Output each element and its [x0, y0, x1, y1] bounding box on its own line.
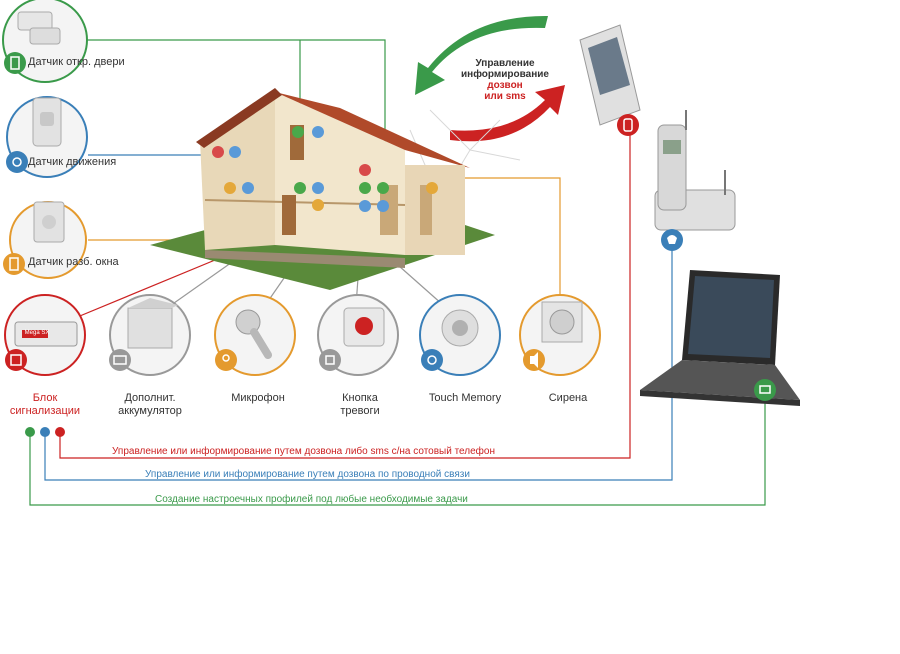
panic-button-label: Кнопка тревоги: [340, 392, 380, 417]
battery-icon: [109, 294, 191, 376]
alarm-unit-icon: [4, 294, 86, 376]
battery-label: Дополнит. аккумулятор: [118, 392, 182, 417]
tree-decoration: [409, 109, 521, 201]
wired-line-label: Управление или информирование путем дозв…: [145, 469, 470, 480]
laptop-icon: [640, 270, 800, 406]
desk-phone-icon: [654, 110, 736, 251]
house-icon: [150, 88, 495, 290]
cellular-line-label: Управление или информирование путем дозв…: [112, 446, 495, 457]
control-arrows: [415, 15, 565, 142]
alarm-unit-label: Блок сигнализации: [9, 392, 81, 417]
alarm-unit-badge: Mega SX: [24, 330, 50, 336]
control-label: Управление информирование дозвон или sms: [461, 58, 549, 102]
door-sensor-icon: [2, 0, 88, 83]
panic-button-icon: [317, 294, 399, 376]
mobile-phone-icon: [579, 24, 641, 136]
touch-memory-icon: [419, 294, 501, 376]
window-sensor-icon: [3, 201, 87, 279]
window-sensor-label: Датчик разб. окна: [28, 256, 119, 268]
door-sensor-label: Датчик откр. двери: [28, 56, 125, 68]
line-dots: [25, 427, 65, 437]
microphone-icon: [214, 294, 296, 376]
profiles-line-label: Создание настроечных профилей под любые …: [155, 494, 468, 505]
siren-label: Сирена: [548, 392, 588, 404]
microphone-label: Микрофон: [231, 392, 285, 404]
motion-sensor-icon: [6, 96, 88, 178]
connection-lines: [29, 39, 766, 506]
touch-memory-label: Touch Memory: [428, 392, 502, 404]
motion-sensor-label: Датчик движения: [28, 156, 117, 168]
siren-icon: [519, 294, 601, 376]
